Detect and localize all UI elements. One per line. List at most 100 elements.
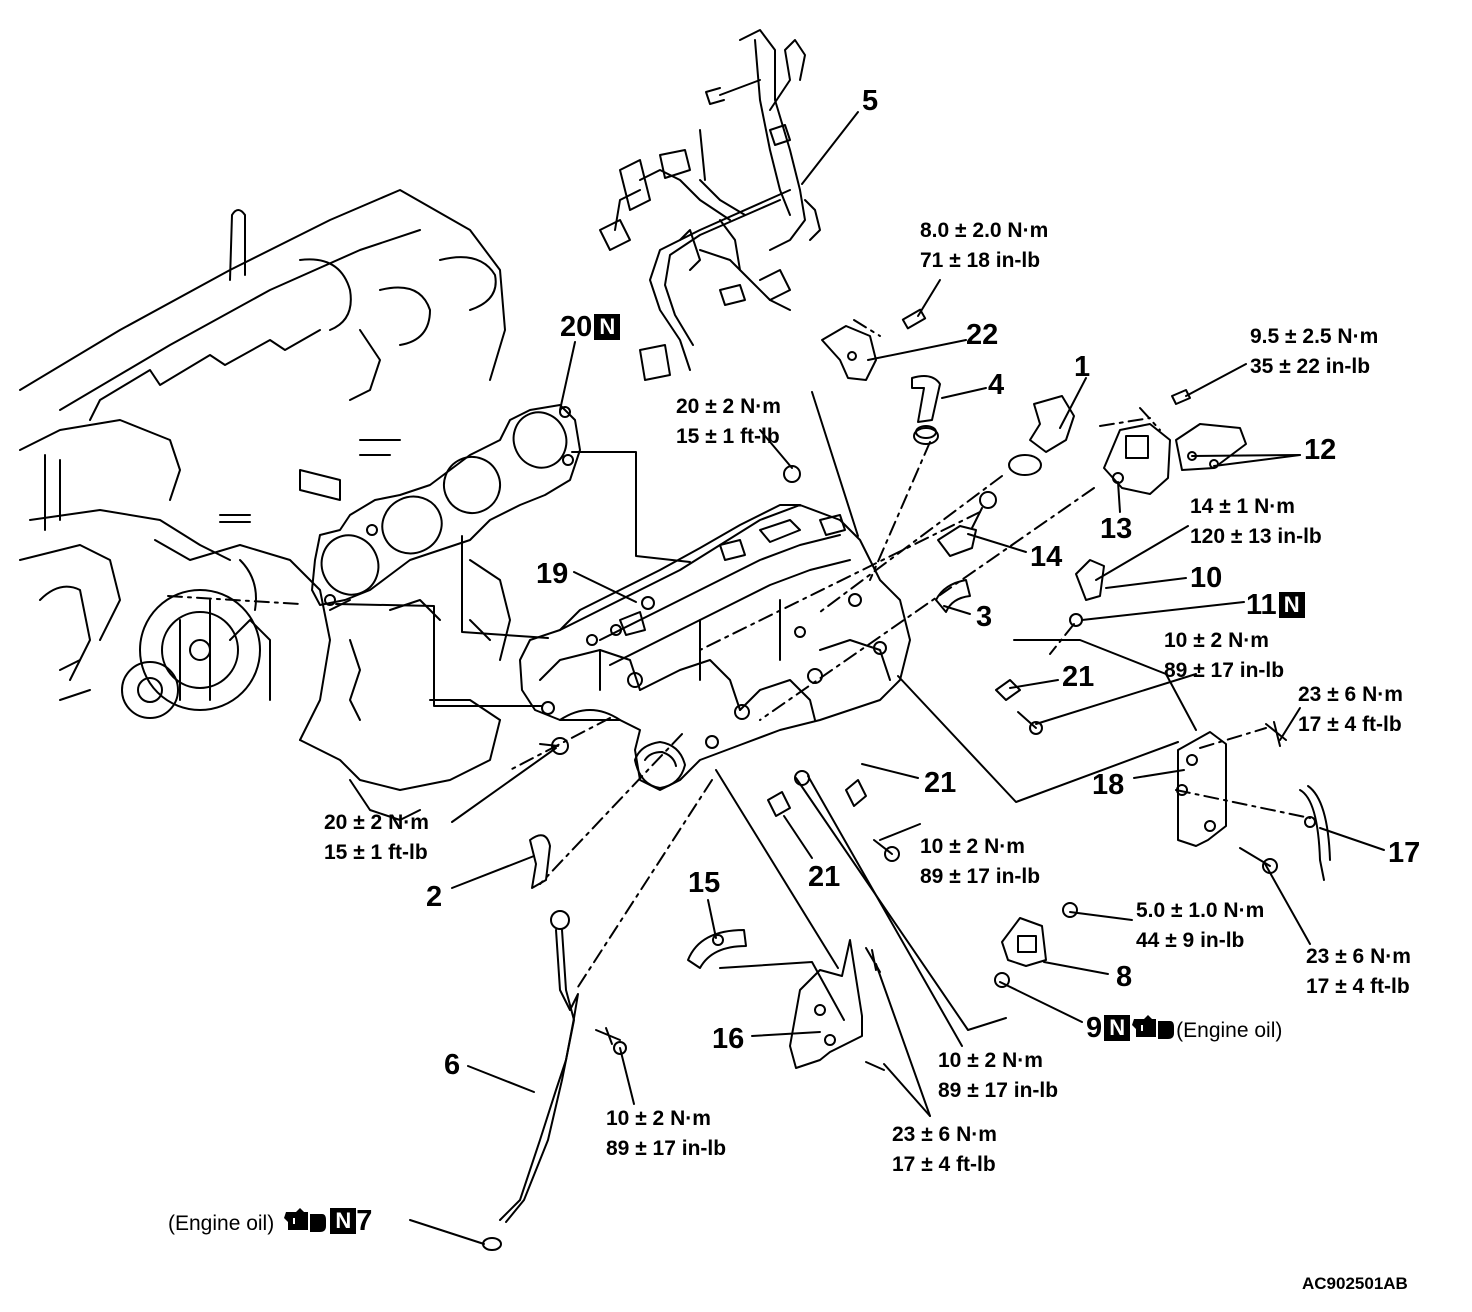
part-label-10: 10 <box>1190 562 1223 594</box>
torque-spec-23-c: 23 ± 6 N·m 17 ± 4 ft-lb <box>892 1120 997 1180</box>
part-label-15: 15 <box>688 867 721 899</box>
part-number: 7 <box>356 1205 373 1237</box>
figure-code: AC902501AB <box>1302 1274 1408 1293</box>
part-label-16: 16 <box>712 1023 745 1055</box>
torque-metric: 23 ± 6 N·m <box>1298 683 1403 706</box>
new-part-icon: N <box>594 314 621 340</box>
engine-oil-icon <box>284 1208 327 1232</box>
torque-metric: 9.5 ± 2.5 N·m <box>1250 325 1379 348</box>
torque-imperial: 17 ± 4 ft-lb <box>1298 713 1402 736</box>
torque-spec-14: 14 ± 1 N·m 120 ± 13 in-lb <box>1190 492 1322 552</box>
part-label-14: 14 <box>1030 541 1063 573</box>
torque-imperial: 89 ± 17 in-lb <box>920 865 1041 888</box>
torque-spec-23-b: 23 ± 6 N·m 17 ± 4 ft-lb <box>1306 942 1411 1002</box>
part-label-13: 13 <box>1100 513 1133 545</box>
part-label-17: 17 <box>1388 837 1421 869</box>
torque-imperial: 17 ± 4 ft-lb <box>892 1153 996 1176</box>
torque-spec-20-upper: 20 ± 2 N·m 15 ± 1 ft-lb <box>676 392 781 452</box>
torque-spec-10-b: 10 ± 2 N·m 89 ± 17 in-lb <box>920 832 1040 892</box>
sensor-13 <box>1103 389 1191 495</box>
torque-imperial: 89 ± 17 in-lb <box>938 1079 1059 1102</box>
torque-imperial: 89 ± 17 in-lb <box>606 1137 727 1160</box>
part-label-22: 22 <box>966 319 999 351</box>
engine-oil-note: (Engine oil) <box>1176 1019 1283 1042</box>
torque-spec-8-0: 8.0 ± 2.0 N·m 71 ± 18 in-lb <box>920 216 1048 276</box>
torque-imperial: 71 ± 18 in-lb <box>920 249 1041 272</box>
torque-imperial: 44 ± 9 in-lb <box>1136 929 1245 952</box>
sensor-10 <box>1069 559 1105 627</box>
part-label-1: 1 <box>1074 351 1091 383</box>
torque-metric: 5.0 ± 1.0 N·m <box>1136 899 1265 922</box>
part-label-3: 3 <box>976 601 993 633</box>
part-number: 20 <box>560 311 593 343</box>
new-part-icon: N <box>1278 592 1305 618</box>
leader-lines <box>335 111 1385 1245</box>
intake-manifold-outline <box>519 504 911 791</box>
torque-metric: 23 ± 6 N·m <box>892 1123 997 1146</box>
torque-imperial: 120 ± 13 in-lb <box>1190 525 1322 548</box>
bracket-16 <box>789 939 885 1071</box>
torque-imperial: 17 ± 4 ft-lb <box>1306 975 1410 998</box>
torque-imperial: 89 ± 17 in-lb <box>1164 659 1285 682</box>
manifold-gasket-outline <box>311 404 581 606</box>
torque-spec-10-a: 10 ± 2 N·m 89 ± 17 in-lb <box>1164 626 1284 686</box>
clamp-21c <box>767 770 810 817</box>
hose-3 <box>935 579 971 613</box>
part-label-8: 8 <box>1116 961 1133 993</box>
torque-spec-10-c: 10 ± 2 N·m 89 ± 17 in-lb <box>938 1046 1058 1106</box>
clamp-21b <box>845 779 900 862</box>
o-ring-7 <box>482 1237 502 1251</box>
hose-4 <box>911 375 941 445</box>
hose-2 <box>529 834 551 889</box>
engine-oil-note: (Engine oil) <box>168 1212 275 1235</box>
bracket-14 <box>937 491 997 557</box>
torque-spec-20-lower: 20 ± 2 N·m 15 ± 1 ft-lb <box>324 808 429 868</box>
torque-metric: 20 ± 2 N·m <box>676 395 781 418</box>
engine-block-outline <box>19 189 511 821</box>
part-label-5: 5 <box>862 85 879 117</box>
hose-17 <box>1239 785 1331 881</box>
torque-metric: 10 ± 2 N·m <box>938 1049 1043 1072</box>
part-label-6: 6 <box>444 1049 461 1081</box>
part-label-2: 2 <box>426 881 443 913</box>
part-label-12: 12 <box>1304 434 1337 466</box>
torque-metric: 20 ± 2 N·m <box>324 811 429 834</box>
part-number: 11 <box>1246 589 1277 621</box>
part-label-21-lower: 21 <box>808 861 841 893</box>
torque-imperial: 15 ± 1 ft-lb <box>324 841 428 864</box>
bracket-22 <box>821 308 927 381</box>
bracket-18 <box>1176 721 1287 847</box>
torque-metric: 14 ± 1 N·m <box>1190 495 1295 518</box>
torque-metric: 10 ± 2 N·m <box>920 835 1025 858</box>
hose-1 <box>1008 395 1075 476</box>
clamp-21a <box>995 679 1043 735</box>
torque-metric: 10 ± 2 N·m <box>1164 629 1269 652</box>
hose-15 <box>687 929 747 969</box>
dipstick-6 <box>499 910 627 1223</box>
torque-metric: 23 ± 6 N·m <box>1306 945 1411 968</box>
engine-oil-icon <box>1132 1015 1175 1039</box>
sensor-8 <box>994 902 1078 988</box>
torque-spec-5-0: 5.0 ± 1.0 N·m 44 ± 9 in-lb <box>1136 896 1264 956</box>
torque-spec-23-a: 23 ± 6 N·m 17 ± 4 ft-lb <box>1298 680 1403 740</box>
part-label-19: 19 <box>536 558 569 590</box>
part-label-21-middle: 21 <box>924 767 957 799</box>
torque-imperial: 35 ± 22 in-lb <box>1250 355 1371 378</box>
new-part-icon: N <box>1104 1015 1131 1041</box>
part-label-18: 18 <box>1092 769 1125 801</box>
torque-metric: 8.0 ± 2.0 N·m <box>920 219 1049 242</box>
wiring-harness-outline <box>599 29 821 381</box>
hose-12 <box>1175 423 1247 471</box>
torque-imperial: 15 ± 1 ft-lb <box>676 425 780 448</box>
torque-metric: 10 ± 2 N·m <box>606 1107 711 1130</box>
part-label-4: 4 <box>988 369 1005 401</box>
part-number: 9 <box>1086 1012 1103 1044</box>
torque-spec-10-d: 10 ± 2 N·m 89 ± 17 in-lb <box>606 1104 726 1164</box>
part-label-21-upper: 21 <box>1062 661 1095 693</box>
